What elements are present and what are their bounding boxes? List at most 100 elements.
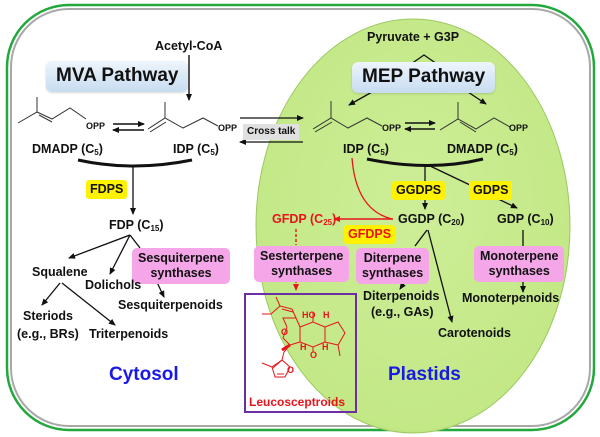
idp-carbon: (C — [367, 142, 381, 156]
dmadp-plastid-structure — [439, 117, 511, 131]
arrow-fdp-to-squalene — [68, 234, 131, 259]
cell-inner-border — [10, 8, 591, 427]
fdp-name: FDP — [109, 218, 134, 232]
acetyl-coa-label: Acetyl-CoA — [155, 39, 223, 53]
cytosol-idp-label: IDP (C5) — [173, 143, 219, 157]
leucosceptroid-structure — [261, 296, 346, 378]
plastids-compartment-label: Plastids — [388, 364, 461, 385]
gfdps-enzyme-label: GFDPS — [344, 225, 396, 244]
dmadp-plastid-double-bond — [459, 121, 477, 133]
arrow-mep-to-idp — [348, 91, 373, 106]
mep-pathway-label: MEP Pathway — [352, 62, 496, 93]
fdp-carbon: (C — [137, 218, 151, 232]
fdps-condensation-bracket — [77, 158, 193, 168]
molecule-h-label-1: H — [323, 310, 330, 320]
synthase-line1: Sesterterpene — [260, 249, 344, 263]
gdp-label: GDP (C10) — [497, 213, 554, 227]
leucosceptroid-wedge — [281, 343, 291, 352]
monoterpenoids-label: Monoterpenoids — [462, 291, 560, 305]
molecule-ho-label: HO — [302, 310, 316, 320]
arrow-fdp-to-dolichols — [109, 234, 131, 275]
idp-cytosol-double-bond — [149, 121, 167, 133]
idp-name: IDP — [343, 142, 364, 156]
gfdp-carbon: (C — [309, 212, 324, 226]
plastid-idp-label: IDP (C5) — [343, 143, 389, 157]
synthase-line1: Monoterpene — [480, 249, 559, 263]
opp-label-plastid-idp: OPP — [382, 123, 402, 133]
paren: ) — [513, 142, 518, 156]
synthase-line2: synthases — [150, 266, 212, 280]
synthase-line1: Sesquiterpene — [138, 251, 225, 265]
synthase-line2: synthases — [362, 266, 424, 280]
arrow-squalene-to-triterpenoids — [61, 282, 116, 326]
gdps-enzyme-label: GDPS — [469, 181, 513, 200]
dmadp-name: DMADP — [447, 142, 493, 156]
molecule-o-label-ketone: O — [310, 350, 318, 360]
gdp-name: GDP — [497, 212, 524, 226]
fdp-label: FDP (C15) — [109, 219, 164, 233]
dmadp-carbon-count: 5 — [94, 148, 99, 157]
opp-label-cytosol-idp: OPP — [218, 123, 238, 133]
fdps-enzyme-label: FDPS — [86, 180, 128, 199]
gfdp-name: GFDP — [272, 212, 307, 226]
paren: ) — [549, 212, 554, 226]
dmadp-carbon-count: 5 — [509, 148, 514, 157]
cytosol-dmadp-label: DMADP (C5) — [32, 143, 103, 157]
line-fdp-to-sesquiterpene-synthases — [129, 234, 141, 249]
cell-outer-border — [5, 3, 596, 432]
plastid-compartment — [255, 18, 571, 434]
leucosceptroids-label: Leucosceptroids — [249, 395, 346, 409]
cross-talk-label: Cross talk — [243, 124, 300, 140]
dmadp-cytosol-double-bond — [38, 114, 53, 123]
ggdp-carbon: (C — [438, 212, 452, 226]
diterpene-synthases-box: Diterpene synthases — [356, 248, 430, 284]
monoterpene-synthases-box: Monoterpene synthases — [474, 246, 565, 282]
diterpenoids-label: Diterpenoids — [363, 289, 440, 303]
mep-arrow-split — [410, 54, 438, 65]
gfdp-label: GFDP (C25) — [272, 213, 336, 227]
sesterterpene-synthases-box: Sesterterpene synthases — [254, 246, 350, 282]
fdp-carbon-count: 15 — [150, 224, 160, 233]
idp-cytosol-structure — [147, 117, 219, 130]
paren: ) — [384, 142, 389, 156]
steroids-label: Steriods — [23, 309, 74, 323]
molecule-o-label-furan: O — [287, 365, 295, 375]
arrow-mep-to-dmadp — [467, 91, 487, 105]
dmadp-cytosol-structure — [17, 107, 87, 124]
line-to-gdps — [427, 164, 471, 186]
idp-to-gfdps-curve — [351, 157, 393, 220]
dmadp-carbon: (C — [81, 142, 95, 156]
idp-carbon-count: 5 — [210, 148, 215, 157]
pyruvate-g3p-label: Pyruvate + G3P — [367, 30, 460, 44]
sesquiterpene-synthases-box: Sesquiterpene synthases — [132, 248, 231, 284]
gdp-carbon-count: 10 — [540, 218, 550, 227]
molecule-h-label-3: H — [322, 342, 329, 352]
dolichols-label: Dolichols — [85, 278, 142, 292]
line-ggdp-to-diterpene — [414, 229, 428, 247]
dmadp-name: DMADP — [32, 142, 78, 156]
gdp-carbon: (C — [527, 212, 541, 226]
ggdps-enzyme-label: GGDPS — [392, 181, 446, 200]
idp-plastid-structure — [312, 117, 383, 130]
diterpenoids-example-label: (e.g., GAs) — [371, 305, 434, 319]
opp-label-plastid-dmadp: OPP — [509, 123, 529, 133]
paren: ) — [98, 142, 103, 156]
idp-plastid-double-bond — [314, 121, 333, 133]
cytosol-compartment-label: Cytosol — [109, 364, 179, 385]
molecule-o-label-ring: O — [281, 327, 289, 337]
arrow-squalene-to-steroids — [41, 282, 61, 306]
arrow-ggdp-to-carotenoids — [427, 229, 454, 323]
paren: ) — [159, 218, 164, 232]
ggdp-carbon-count: 20 — [451, 218, 461, 227]
synthase-line2: synthases — [271, 264, 333, 278]
idp-carbon-count: 5 — [380, 148, 385, 157]
leucosceptroids-box — [244, 293, 357, 413]
ggdp-name: GGDP — [398, 212, 435, 226]
sesquiterpenoids-label: Sesquiterpenoids — [118, 298, 223, 312]
idp-name: IDP — [173, 142, 194, 156]
idp-carbon: (C — [197, 142, 211, 156]
synthase-line1: Diterpene — [363, 251, 422, 265]
carotenoids-label: Carotenoids — [438, 326, 511, 340]
triterpenoids-label: Triterpenoids — [89, 327, 169, 341]
